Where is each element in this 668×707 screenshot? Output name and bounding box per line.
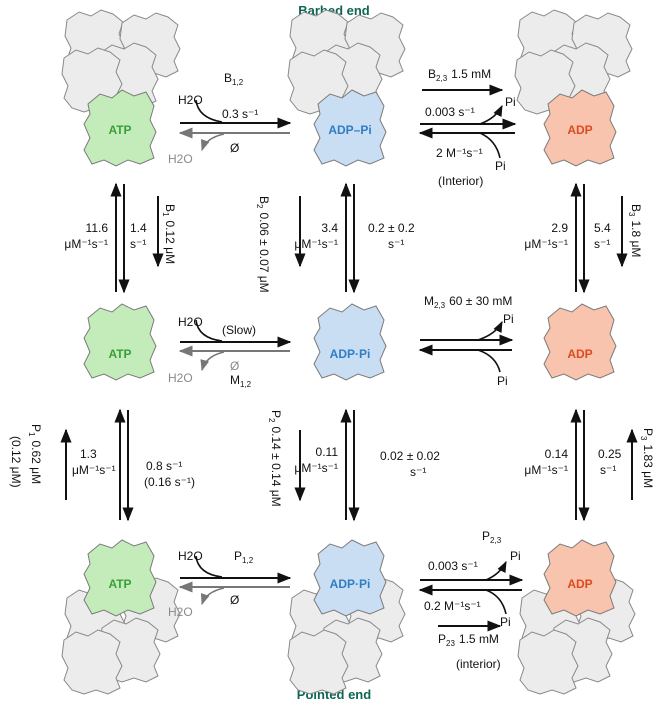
null-symbol: Ø <box>230 141 239 155</box>
water-out-curve <box>200 351 225 372</box>
p1-kd-alt: (0.12 μM) <box>9 436 23 488</box>
atp-p-on-unit: μM⁻¹s⁻¹ <box>72 463 116 477</box>
adp-on-rate: 2.9 <box>551 221 568 235</box>
pi-out-label: Pi <box>503 312 514 326</box>
interior-note: (Interior) <box>438 174 483 188</box>
water-in-curve <box>195 555 223 578</box>
pi-in-label: Pi <box>495 159 506 173</box>
adp-pi-p-on-unit: μM⁻¹s⁻¹ <box>294 461 338 475</box>
atp-on-rate: 11.6 <box>86 221 109 235</box>
atp-subunit <box>83 303 157 381</box>
water-out-curve <box>200 133 225 152</box>
pi-in-curve <box>477 349 501 373</box>
pi-in-label: Pi <box>497 374 508 388</box>
state-label-adp: ADP <box>567 577 592 591</box>
water-in-label: H2O <box>178 93 203 107</box>
atp-off-unit: s⁻¹ <box>130 237 146 251</box>
pi-in-curve <box>485 589 507 615</box>
pi-out-curve <box>479 104 503 125</box>
adp-pi-p-off-rate: 0.02 ± 0.02 <box>380 449 440 463</box>
state-label-adp: ADP <box>567 123 592 137</box>
state-label-atp: ATP <box>108 123 131 137</box>
interior-note: (interior) <box>456 657 501 671</box>
b12-label: B1,2 <box>224 71 244 87</box>
adp-subunit <box>543 303 617 381</box>
slow-rate: (Slow) <box>222 323 256 337</box>
water-in-label: H2O <box>178 315 203 329</box>
adp-pi-on-unit: μM⁻¹s⁻¹ <box>294 237 338 251</box>
p3-kd: P31.83 μM <box>639 428 655 488</box>
null-symbol: Ø <box>230 593 239 607</box>
pi-rebind-rate: 2 M⁻¹s⁻¹ <box>436 146 483 160</box>
p12-label: P1,2 <box>234 549 254 565</box>
state-label-adp-pi: ADP–Pi <box>328 123 371 137</box>
water-in-curve <box>195 319 223 342</box>
barbed-end-title: Barbed end <box>298 3 370 18</box>
adp-pi-off-rate: 0.2 ± 0.2 <box>368 221 415 235</box>
pi-rebind-rate: 0.2 M⁻¹s⁻¹ <box>424 599 481 613</box>
adp-pi-off-unit: s⁻¹ <box>388 237 404 251</box>
pi-out-curve <box>485 560 507 581</box>
b1-kd: B10.12 μM <box>161 204 177 264</box>
adp-pi-p-on-rate: 0.11 <box>316 445 339 459</box>
water-in-label: H2O <box>178 549 203 563</box>
p1-kd: P10.62 μM <box>27 424 43 484</box>
null-symbol: Ø <box>230 359 239 373</box>
state-label-atp: ATP <box>108 347 131 361</box>
water-out-label: H2O <box>168 605 193 619</box>
b3-kd: B31.8 μM <box>627 204 643 257</box>
pi-out-label: Pi <box>510 549 521 563</box>
water-out-curve <box>200 587 225 606</box>
p23-label: P2,3 <box>482 529 502 545</box>
adp-on-unit: μM⁻¹s⁻¹ <box>524 237 568 251</box>
pi-release-rate: 0.003 s⁻¹ <box>428 559 478 573</box>
b2-kd: B20.06 ± 0.07 μM <box>255 196 271 293</box>
adp-off-rate: 5.4 <box>594 221 611 235</box>
pi-out-label: Pi <box>505 95 516 109</box>
adp-pi-on-rate: 3.4 <box>321 221 338 235</box>
adp-p-off-rate: 0.25 <box>598 447 622 461</box>
adp-pi-subunit <box>313 303 387 381</box>
water-out-label: H2O <box>168 371 193 385</box>
atp-off-rate: 1.4 <box>130 221 147 235</box>
atp-p-on-rate: 1.3 <box>80 447 97 461</box>
p2-kd: P20.14 ± 0.14 μM <box>267 410 283 507</box>
atp-p-off-rate: 0.8 s⁻¹ <box>146 459 182 473</box>
pi-in-curve <box>479 132 501 159</box>
adp-p-on-unit: μM⁻¹s⁻¹ <box>524 463 568 477</box>
state-label-atp: ATP <box>108 577 131 591</box>
state-label-adp-pi: ADP·Pi <box>330 347 371 361</box>
water-out-label: H2O <box>168 152 193 166</box>
pi-out-curve <box>477 320 503 341</box>
pi-release-rate: 0.003 s⁻¹ <box>425 105 475 119</box>
adp-p-off-unit: s⁻¹ <box>600 463 616 477</box>
adp-off-unit: s⁻¹ <box>594 237 610 251</box>
hydrolysis-rate: 0.3 s⁻¹ <box>222 107 258 121</box>
m12-label: M1,2 <box>230 373 252 389</box>
adp-p-on-rate: 0.14 <box>545 447 569 461</box>
atp-on-unit: μM⁻¹s⁻¹ <box>64 237 108 251</box>
adp-pi-p-off-unit: s⁻¹ <box>410 465 426 479</box>
water-in-curve <box>195 99 223 123</box>
state-label-adp-pi: ADP·Pi <box>330 577 371 591</box>
pi-in-label: Pi <box>500 615 511 629</box>
atp-p-off-alt: (0.16 s⁻¹) <box>144 475 195 489</box>
state-label-adp: ADP <box>567 347 592 361</box>
